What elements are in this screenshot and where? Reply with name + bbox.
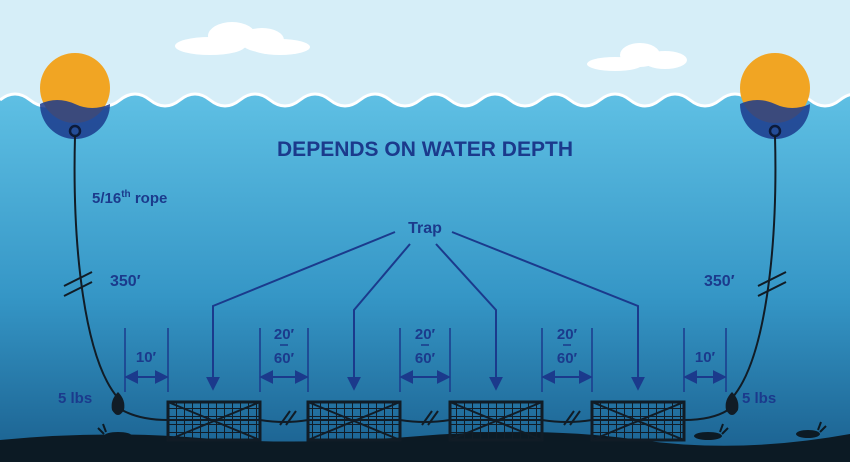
buoy-left-icon	[40, 53, 110, 139]
buoy-rope-left	[73, 135, 119, 399]
trap-icon	[590, 400, 686, 442]
svg-text:20′: 20′	[274, 326, 295, 343]
rope-break-right-icon	[757, 271, 787, 297]
trap-label: Trap	[408, 220, 442, 237]
weight-left-icon	[111, 392, 125, 415]
weight-right-icon	[725, 392, 739, 415]
rope-label: 5/16th rope	[92, 189, 167, 207]
cloud-icon	[587, 43, 687, 71]
gap-spacing-label: 20′ 60′	[274, 326, 295, 367]
end-spacing-left-label: 10′	[136, 349, 157, 366]
rope-length-right-label: 350′	[704, 273, 735, 290]
trap-icon	[448, 400, 544, 442]
cloud-icon	[175, 22, 310, 55]
svg-text:60′: 60′	[415, 350, 436, 367]
weight-left-label: 5 lbs	[58, 390, 92, 407]
lobster-icon	[97, 423, 132, 440]
gap-spacing-label: 20′ 60′	[557, 326, 578, 367]
svg-text:20′: 20′	[415, 326, 436, 343]
trap-icon	[306, 400, 402, 442]
lobster-icon	[694, 423, 729, 440]
sky	[0, 0, 850, 110]
svg-text:60′: 60′	[274, 350, 295, 367]
rope-length-left-label: 350′	[110, 273, 141, 290]
svg-text:20′: 20′	[557, 326, 578, 343]
svg-text:60′: 60′	[557, 350, 578, 367]
groundline-break-icon	[279, 410, 581, 426]
trap-pointer-arrows	[206, 231, 645, 391]
trap-icon	[166, 400, 262, 442]
buoy-right-icon	[740, 53, 810, 139]
end-spacing-right-label: 10′	[695, 349, 716, 366]
buoy-rope-right	[731, 135, 777, 399]
wave-highlight	[0, 92, 850, 108]
weight-right-label: 5 lbs	[742, 390, 776, 407]
gap-spacing-label: 20′ 60′	[415, 326, 436, 367]
depth-title: DEPENDS ON WATER DEPTH	[277, 138, 573, 161]
lobster-icon	[796, 421, 827, 438]
rope-break-left-icon	[63, 271, 93, 297]
